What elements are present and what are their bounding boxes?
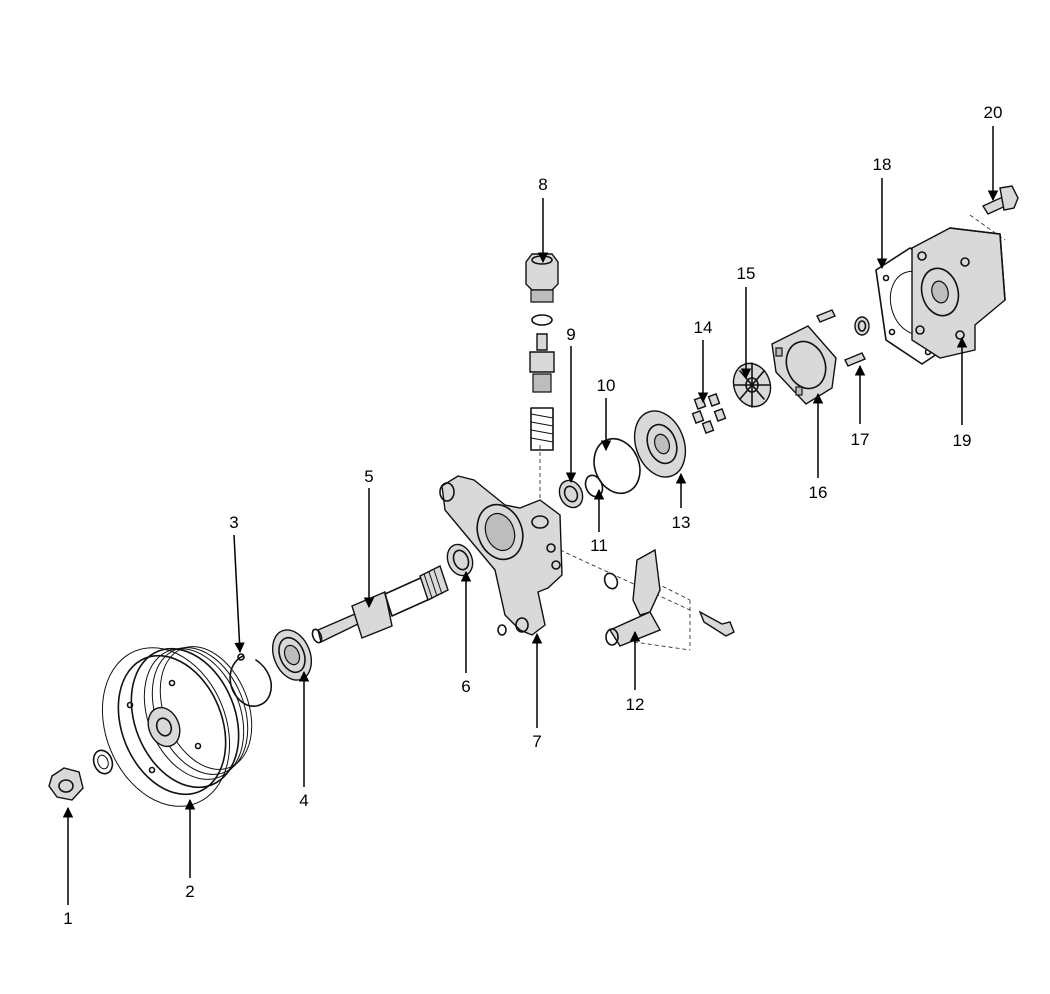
part-11-o-ring <box>584 474 604 498</box>
part-4-bearing <box>271 629 313 681</box>
callout-17: 17 <box>851 430 870 449</box>
callout-13: 13 <box>672 513 691 532</box>
part-14-vanes <box>691 393 727 434</box>
callout-16: 16 <box>809 483 828 502</box>
part-6-oil-seal <box>446 543 474 577</box>
callout-6: 6 <box>461 677 470 696</box>
part-17-dowel-pins <box>816 309 866 367</box>
small-o-ring <box>497 624 507 636</box>
callout-10: 10 <box>597 376 616 395</box>
callout-19: 19 <box>953 431 972 450</box>
leader-arrows <box>62 126 999 905</box>
part-1-nut <box>48 767 84 801</box>
part-7-pump-body <box>439 475 563 636</box>
part-19-rear-cover <box>911 227 1006 359</box>
callout-14: 14 <box>694 318 713 337</box>
part-16-cam-ring <box>771 325 837 405</box>
part-15-rotor <box>732 362 772 408</box>
part-5-shaft <box>311 565 449 644</box>
callout-9: 9 <box>566 325 575 344</box>
callout-3: 3 <box>229 513 238 532</box>
callout-11: 11 <box>590 536 608 555</box>
callout-5: 5 <box>364 467 373 486</box>
part-2-pulley <box>101 646 253 807</box>
small-seal <box>854 316 870 336</box>
callout-8: 8 <box>538 175 547 194</box>
washer <box>92 749 114 775</box>
part-3-snap-ring <box>229 653 272 707</box>
part-9-spring <box>558 479 584 509</box>
callout-1: 1 <box>63 909 72 928</box>
part-13-side-plate <box>633 410 687 478</box>
callout-12: 12 <box>626 695 645 714</box>
callout-4: 4 <box>299 791 308 810</box>
part-8-connector <box>525 253 559 451</box>
part-20-bolt <box>981 185 1019 215</box>
callout-20: 20 <box>984 103 1003 122</box>
callout-labels: 1 2 3 4 5 6 7 8 9 10 11 12 13 14 15 16 1… <box>63 103 1002 928</box>
callout-7: 7 <box>532 732 541 751</box>
callout-15: 15 <box>737 264 756 283</box>
callout-18: 18 <box>873 155 892 174</box>
callout-2: 2 <box>185 882 194 901</box>
part-12-suction-connector <box>603 548 735 647</box>
